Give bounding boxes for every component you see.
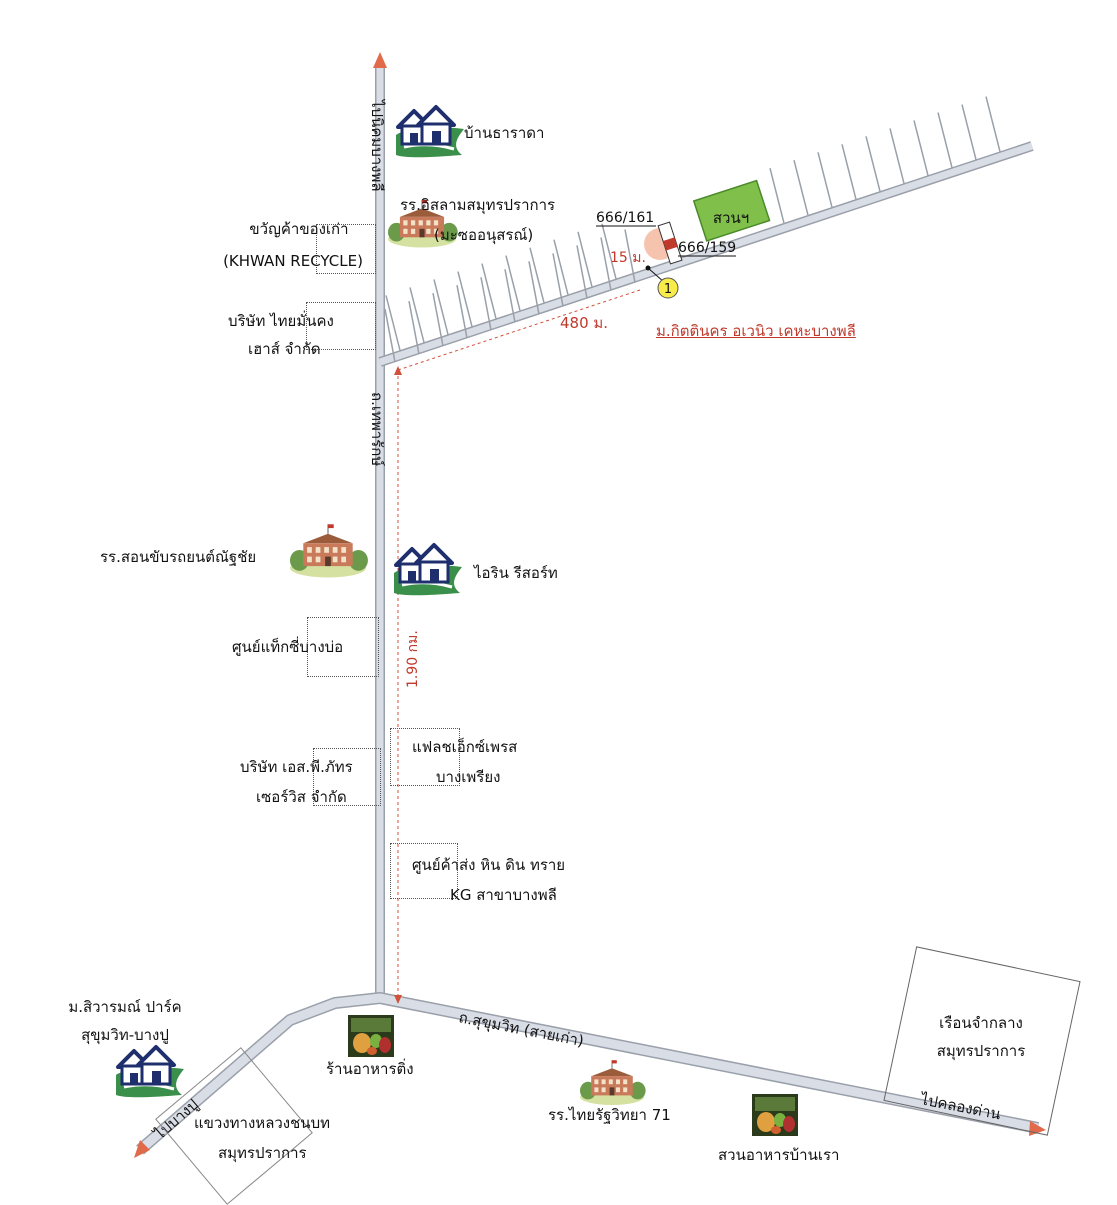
lot-divider [528,261,540,315]
label-siwarom-1: ม.สิวารมณ์ ปาร์ค [68,998,182,1016]
label-sp-2: เซอร์วิส จำกัด [256,788,347,806]
lot-divider [624,229,636,283]
lot-divider [937,112,953,168]
arrow-khlongdan-icon [1029,1121,1046,1136]
lot-divider [433,279,449,335]
label-flash-1: แฟลชเอ็กซ์เพรส [412,738,518,756]
housing-lots [384,96,1001,363]
site-units [657,221,683,265]
unit-a-label: 666/161 [596,210,654,226]
distance-guide-soi [397,289,641,371]
label-flash-2: บางเพรียง [436,768,501,786]
park-label: สวนฯ [713,209,749,227]
label-to-bangphli: ไปนิคมบางพลี [368,99,386,192]
lot-divider [913,120,929,176]
lot-divider [793,160,809,216]
label-thaimankong-2: เฮาส์ จำกัด [248,340,321,358]
lot-divider [457,271,473,327]
label-kg-1: ศูนย์ค้าส่ง หิน ดิน ทราย [412,856,566,874]
lot-divider [817,152,833,208]
box-flash [390,728,460,786]
marker-1-icon [657,277,679,299]
label-kg-2: KG สาขาบางพลี [450,886,557,904]
lot-divider [456,285,468,339]
restaurant-icon [752,1094,798,1136]
box-taxi [307,617,379,677]
lot-divider [600,237,612,291]
label-islam-school-2: (มะซออนุสรณ์) [434,226,534,244]
lot-divider [385,295,401,351]
box-thaimankong [306,302,376,350]
dist-arrow-top-icon [394,366,402,375]
lot-divider [961,104,977,160]
lot-divider [481,263,497,319]
lot-divider [769,167,785,224]
lot-divider [841,144,857,200]
lot-divider [577,231,593,287]
lot-divider [985,96,1001,152]
road-sukhumvit [136,992,1040,1155]
label-thepharak: ถ.เทพารักษ์ [368,392,386,467]
label-district-1: แขวงทางหลวงชนบท [194,1114,330,1132]
label-ting: ร้านอาหารติ่ง [326,1060,414,1078]
label-thairat: รร.ไทยรัฐวิทยา 71 [548,1106,671,1124]
unit-b-label: 666/159 [678,240,736,256]
school-building-icon [579,1059,646,1106]
label-project-name: ม.กิตตินคร อเวนิว เคหะบางพลี [656,322,856,340]
lot-divider [865,136,881,192]
marker-leader [647,267,665,283]
house-icon [392,543,464,598]
lot-divider [529,247,545,303]
house-icon [114,1045,186,1100]
school-building-icon [289,523,369,578]
lot-divider [889,128,905,184]
house-icon [394,105,466,160]
lot-divider [409,287,425,343]
label-prison-1: เรือนจำกลาง [939,1014,1023,1032]
lot-divider [553,239,569,295]
label-district-2: สมุทรปราการ [218,1144,307,1162]
label-thaimankong-1: บริษัท ไทยมั่นคง [228,312,334,330]
marker-1-label: 1 [664,282,672,297]
park-area [692,179,771,242]
label-taxi: ศูนย์แท็กซี่บางบ่อ [232,638,344,656]
lot-divider [480,277,492,331]
label-islam-school-1: รร.อิสลามสมุทรปราการ [400,196,556,214]
lot-divider [552,253,564,307]
lot-divider [504,269,516,323]
lot-divider [576,245,588,299]
box-kg [390,843,458,899]
box-sp [313,748,381,806]
distance-1-90km: 1.90 กม. [405,630,421,688]
label-irin: ไอริน รีสอร์ท [474,564,558,582]
label-khwan-1: ขวัญค้าของเก่า [249,220,349,238]
arrow-north-icon [373,52,387,68]
label-siwarom-2: สุขุมวิท-บางปู [81,1026,169,1044]
lot-divider [505,255,521,311]
lot-divider [408,300,420,355]
restaurant-icon [348,1015,394,1057]
lot-divider [432,292,444,347]
distance-15m: 15 ม. [610,250,646,266]
label-sukhumvit: ถ.สุขุมวิท (สายเก่า) [457,1008,585,1051]
arrow-bangpu-icon [134,1140,150,1158]
label-sp-1: บริษัท เอส.พี.ภัทร [240,758,353,776]
label-prison-2: สมุทรปราการ [936,1042,1026,1060]
distance-480m: 480 ม. [560,314,608,332]
label-driving-school: รร.สอนขับรถยนต์ณัฐชัย [100,548,257,566]
label-baanrao: สวนอาหารบ้านเรา [718,1146,840,1164]
box-khwan [316,224,376,274]
lot-divider [601,223,617,280]
label-baan-tarada: บ้านธาราดา [464,124,545,142]
road-soi [378,141,1034,367]
lot-divider [384,308,396,363]
dist-arrow-bottom-icon [394,995,402,1004]
label-khwan-2: (KHWAN RECYCLE) [223,252,363,270]
